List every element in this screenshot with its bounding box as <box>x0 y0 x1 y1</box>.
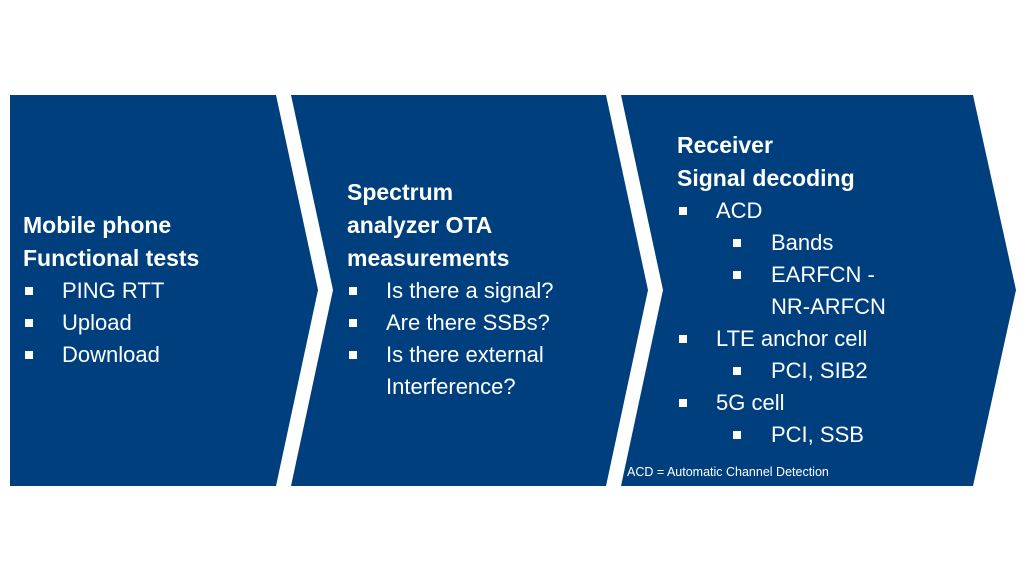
title-line: Mobile phone <box>23 212 172 238</box>
title-line: measurements <box>347 245 510 271</box>
square-bullet-icon <box>25 287 33 295</box>
list-item: Download <box>23 339 199 371</box>
square-bullet-icon <box>25 319 33 327</box>
list-item-continuation: Interference? <box>347 371 554 403</box>
title-line: Receiver <box>677 132 773 158</box>
list-item: Is there a signal? <box>347 275 554 307</box>
list-item-text: EARFCN - <box>771 262 875 287</box>
square-bullet-icon <box>679 207 687 215</box>
square-bullet-icon <box>349 351 357 359</box>
list-item-text: LTE anchor cell <box>716 326 868 351</box>
square-bullet-icon <box>733 431 741 439</box>
chevron-3-title: Receiver Signal decoding <box>677 129 886 195</box>
list-item: PING RTT <box>23 275 199 307</box>
list-item: ACD <box>677 195 886 227</box>
square-bullet-icon <box>349 319 357 327</box>
square-bullet-icon <box>25 351 33 359</box>
square-bullet-icon <box>679 335 687 343</box>
list-item-text: Are there SSBs? <box>386 310 550 335</box>
chevron-3-content: Receiver Signal decoding ACD Bands EARFC… <box>677 129 886 451</box>
list-item-text: PCI, SSB <box>771 422 864 447</box>
list-item: Is there external <box>347 339 554 371</box>
list-item-text: PING RTT <box>62 278 165 303</box>
title-line: Signal decoding <box>677 165 855 191</box>
square-bullet-icon <box>733 239 741 247</box>
list-item-text: 5G cell <box>716 390 785 415</box>
list-item: EARFCN - <box>677 259 886 291</box>
list-item-text: PCI, SIB2 <box>771 358 868 383</box>
list-item-text: NR-ARFCN <box>771 294 886 319</box>
chevron-2-shape <box>291 95 648 486</box>
list-item-text: Interference? <box>386 374 516 399</box>
title-line: Spectrum <box>347 179 454 205</box>
list-item: LTE anchor cell <box>677 323 886 355</box>
chevron-2-title: Spectrum analyzer OTA measurements <box>347 176 554 275</box>
list-item: Bands <box>677 227 886 259</box>
title-line: Functional tests <box>23 245 200 271</box>
list-item: PCI, SSB <box>677 419 886 451</box>
acd-footnote: ACD = Automatic Channel Detection <box>627 465 829 479</box>
list-item: 5G cell <box>677 387 886 419</box>
list-item-text: Bands <box>771 230 834 255</box>
chevron-2-list: Is there a signal? Are there SSBs? Is th… <box>347 275 554 403</box>
list-item-text: Is there a signal? <box>386 278 554 303</box>
chevron-1-list: PING RTT Upload Download <box>23 275 199 371</box>
square-bullet-icon <box>733 271 741 279</box>
list-item-continuation: NR-ARFCN <box>677 291 886 323</box>
title-line: analyzer OTA <box>347 212 493 238</box>
list-item-text: Download <box>62 342 160 367</box>
chevron-1-content: Mobile phone Functional tests PING RTT U… <box>23 209 199 371</box>
chevron-2-content: Spectrum analyzer OTA measurements Is th… <box>347 176 554 403</box>
list-item-text: Is there external <box>386 342 544 367</box>
chevron-3-list: ACD Bands EARFCN - NR-ARFCN LTE anchor c… <box>677 195 886 451</box>
chevron-1-title: Mobile phone Functional tests <box>23 209 199 275</box>
list-item-text: ACD <box>716 198 763 223</box>
list-item-text: Upload <box>62 310 132 335</box>
list-item: PCI, SIB2 <box>677 355 886 387</box>
square-bullet-icon <box>733 367 741 375</box>
chevron-1-shape <box>10 95 318 486</box>
square-bullet-icon <box>349 287 357 295</box>
square-bullet-icon <box>679 399 687 407</box>
chevron-3-shape <box>621 95 1016 486</box>
list-item: Are there SSBs? <box>347 307 554 339</box>
list-item: Upload <box>23 307 199 339</box>
